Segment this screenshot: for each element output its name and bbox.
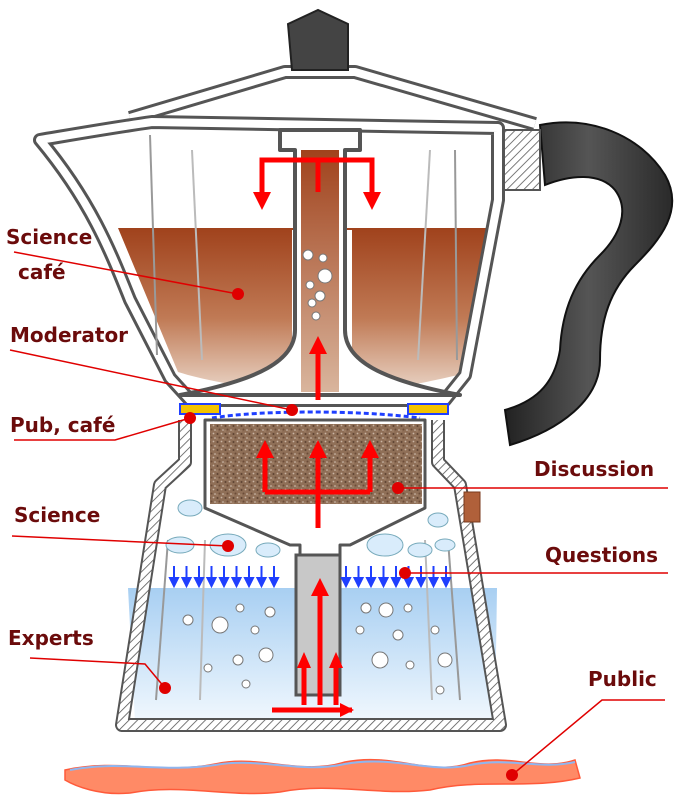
- flame: [64, 758, 581, 795]
- leader-lines: [9, 251, 668, 776]
- pressure-arrowhead: [193, 577, 205, 589]
- label-pub-cafe: Pub, café: [10, 413, 115, 437]
- label-experts: Experts: [8, 626, 94, 650]
- label-discussion: Discussion: [534, 457, 654, 481]
- pressure-arrowhead: [415, 577, 427, 589]
- pressure-arrowhead: [268, 577, 280, 589]
- pressure-arrowhead: [180, 577, 193, 589]
- label-public: Public: [588, 667, 657, 691]
- pressure-arrowhead: [440, 577, 452, 589]
- pressure-arrowhead: [205, 577, 218, 589]
- handle: [503, 121, 674, 447]
- label-questions: Questions: [545, 543, 658, 567]
- pressure-arrowhead: [365, 577, 377, 589]
- flow-arrowheads: [253, 192, 381, 717]
- pressure-arrows: [168, 566, 452, 589]
- flow-arrows: [259, 157, 375, 713]
- pressure-arrowhead: [390, 577, 402, 589]
- gasket: [179, 403, 449, 420]
- pressure-arrowhead: [340, 577, 352, 589]
- leader-dots: [159, 288, 518, 781]
- label-science: Science: [14, 503, 100, 527]
- pressure-arrowhead: [402, 577, 415, 589]
- pressure-arrowhead: [427, 577, 440, 589]
- pressure-arrowhead: [377, 577, 390, 589]
- pressure-arrowhead: [352, 577, 365, 589]
- upper-chamber: [33, 8, 541, 407]
- pressure-arrowhead: [168, 577, 180, 589]
- pressure-arrowhead: [218, 577, 230, 589]
- label-science-cafe-line2: café: [18, 260, 66, 284]
- pressure-arrowhead: [230, 577, 243, 589]
- label-science-cafe-line1: Science: [6, 225, 92, 249]
- label-moderator: Moderator: [10, 323, 128, 347]
- pressure-arrowhead: [255, 577, 268, 589]
- pressure-arrowhead: [243, 577, 255, 589]
